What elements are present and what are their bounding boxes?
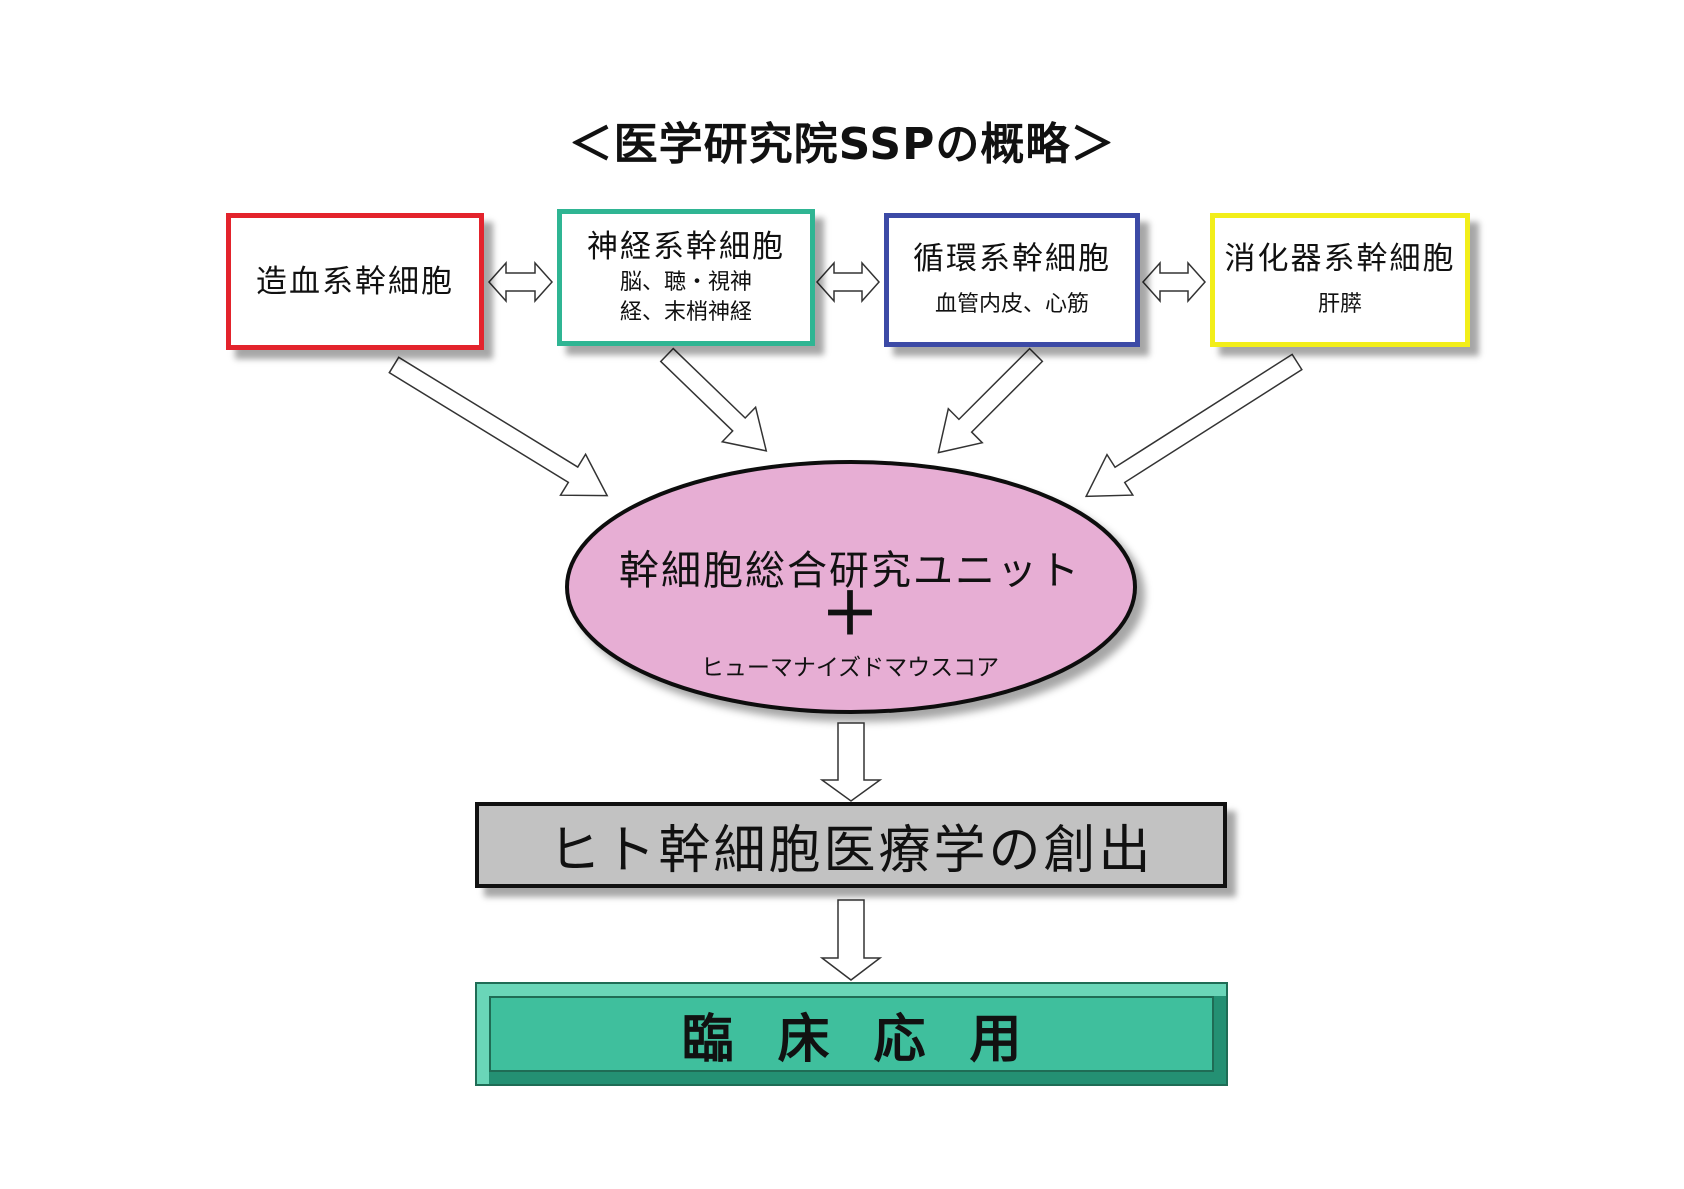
arrow-hema-to-unit — [388, 356, 609, 497]
arrow-digest-to-unit — [1084, 353, 1303, 498]
neural-stem-cell-box: 神経系幹細胞 脳、聴・視神 経、末梢神経 — [557, 209, 815, 346]
digestive-sub: 肝膵 — [1317, 292, 1362, 317]
digestive-title: 消化器系幹細胞 — [1224, 241, 1456, 277]
stem-cell-medicine-label: ヒト幹細胞医療学の創出 — [548, 820, 1154, 881]
hematopoietic-stem-cell-box: 造血系幹細胞 — [226, 213, 484, 350]
neural-title: 神経系幹細胞 — [587, 228, 785, 265]
circulatory-stem-cell-box: 循環系幹細胞 血管内皮、心筋 — [884, 213, 1140, 347]
clinical-application-box: 臨床応用 — [475, 982, 1228, 1086]
page-title: ＜医学研究院SSPの概略＞ — [568, 119, 1116, 170]
neural-sub-line-1: 脳、聴・視神 — [619, 269, 752, 295]
unit-plus-sign: ＋ — [820, 580, 879, 648]
double-arrow-cardio-digest — [1141, 261, 1207, 303]
arrow-stem-to-clinic — [819, 899, 883, 981]
circulatory-title: 循環系幹細胞 — [913, 241, 1111, 277]
arrow-cardio-to-unit — [937, 347, 1044, 454]
digestive-stem-cell-box: 消化器系幹細胞 肝膵 — [1210, 213, 1470, 347]
neural-sub-line-2: 経、末梢神経 — [619, 299, 752, 325]
double-arrow-neuro-cardio — [815, 261, 881, 303]
stem-cell-medicine-box: ヒト幹細胞医療学の創出 — [475, 802, 1227, 888]
unit-ellipse — [565, 460, 1137, 714]
unit-subtitle: ヒューマナイズドマウスコア — [700, 655, 1000, 681]
clinical-application-label: 臨床応用 — [681, 1009, 1066, 1070]
double-arrow-hema-neuro — [487, 261, 554, 303]
arrow-neuro-to-unit — [659, 347, 768, 452]
unit-title: 幹細胞総合研究ユニット — [619, 548, 1081, 594]
arrow-unit-to-stem — [819, 722, 883, 802]
circulatory-sub: 血管内皮、心筋 — [934, 292, 1089, 317]
hematopoietic-title: 造血系幹細胞 — [256, 263, 454, 300]
